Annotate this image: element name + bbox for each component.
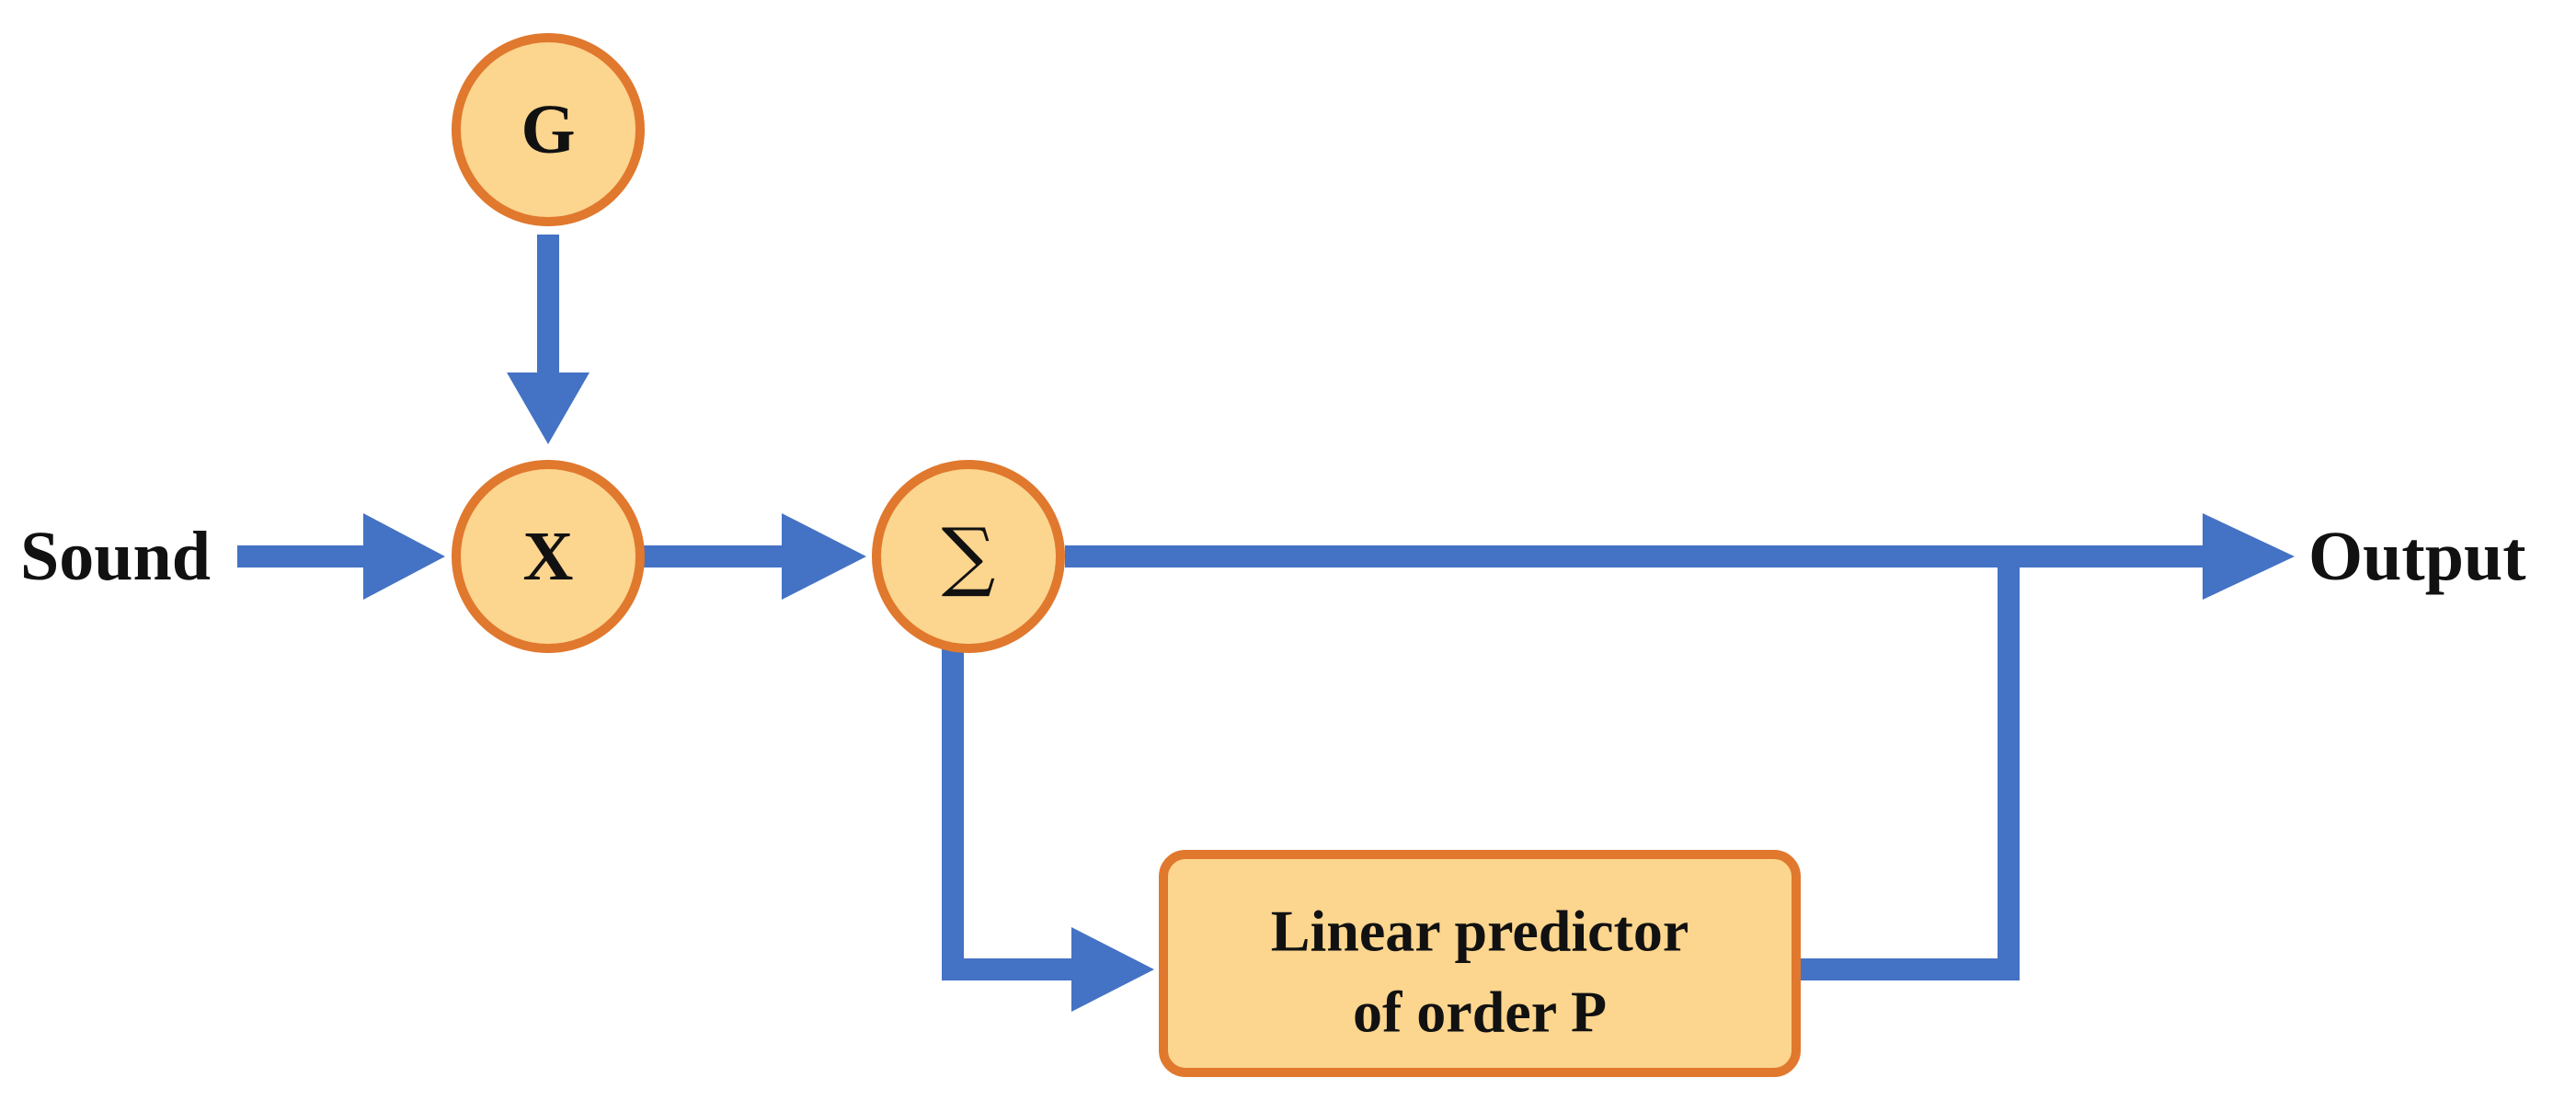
arrowhead-into-predictor xyxy=(1071,927,1154,1012)
summation-node-circle xyxy=(872,460,1065,653)
gain-node: G xyxy=(452,33,645,226)
predictor-label-line2: of order P xyxy=(1353,980,1607,1045)
multiplier-node-label: X xyxy=(523,518,574,595)
input-label: Sound xyxy=(20,518,211,595)
connections xyxy=(237,235,2207,980)
gain-node-label: G xyxy=(521,91,575,168)
multiplier-node: X xyxy=(452,460,645,653)
predictor-label-line1: Linear predictor xyxy=(1271,899,1689,964)
arrowheads xyxy=(363,373,2295,1012)
predictor-block: Linear predictor of order P xyxy=(1159,850,1801,1077)
summation-node-label: ∑ xyxy=(942,513,996,601)
arrowhead-into-multiplier-left xyxy=(363,513,445,600)
arrowhead-into-summation xyxy=(782,513,866,600)
predictor-block-box xyxy=(1159,850,1801,1077)
arrowhead-into-multiplier-top xyxy=(507,373,590,444)
output-label: Output xyxy=(2308,518,2526,595)
edge-summation-to-predictor xyxy=(942,648,1076,980)
summation-node: ∑ xyxy=(872,460,1065,653)
multiplier-node-circle xyxy=(452,460,645,653)
gain-node-circle xyxy=(452,33,645,226)
arrowhead-output xyxy=(2203,513,2295,600)
edge-predictor-feedback xyxy=(1798,556,2020,980)
